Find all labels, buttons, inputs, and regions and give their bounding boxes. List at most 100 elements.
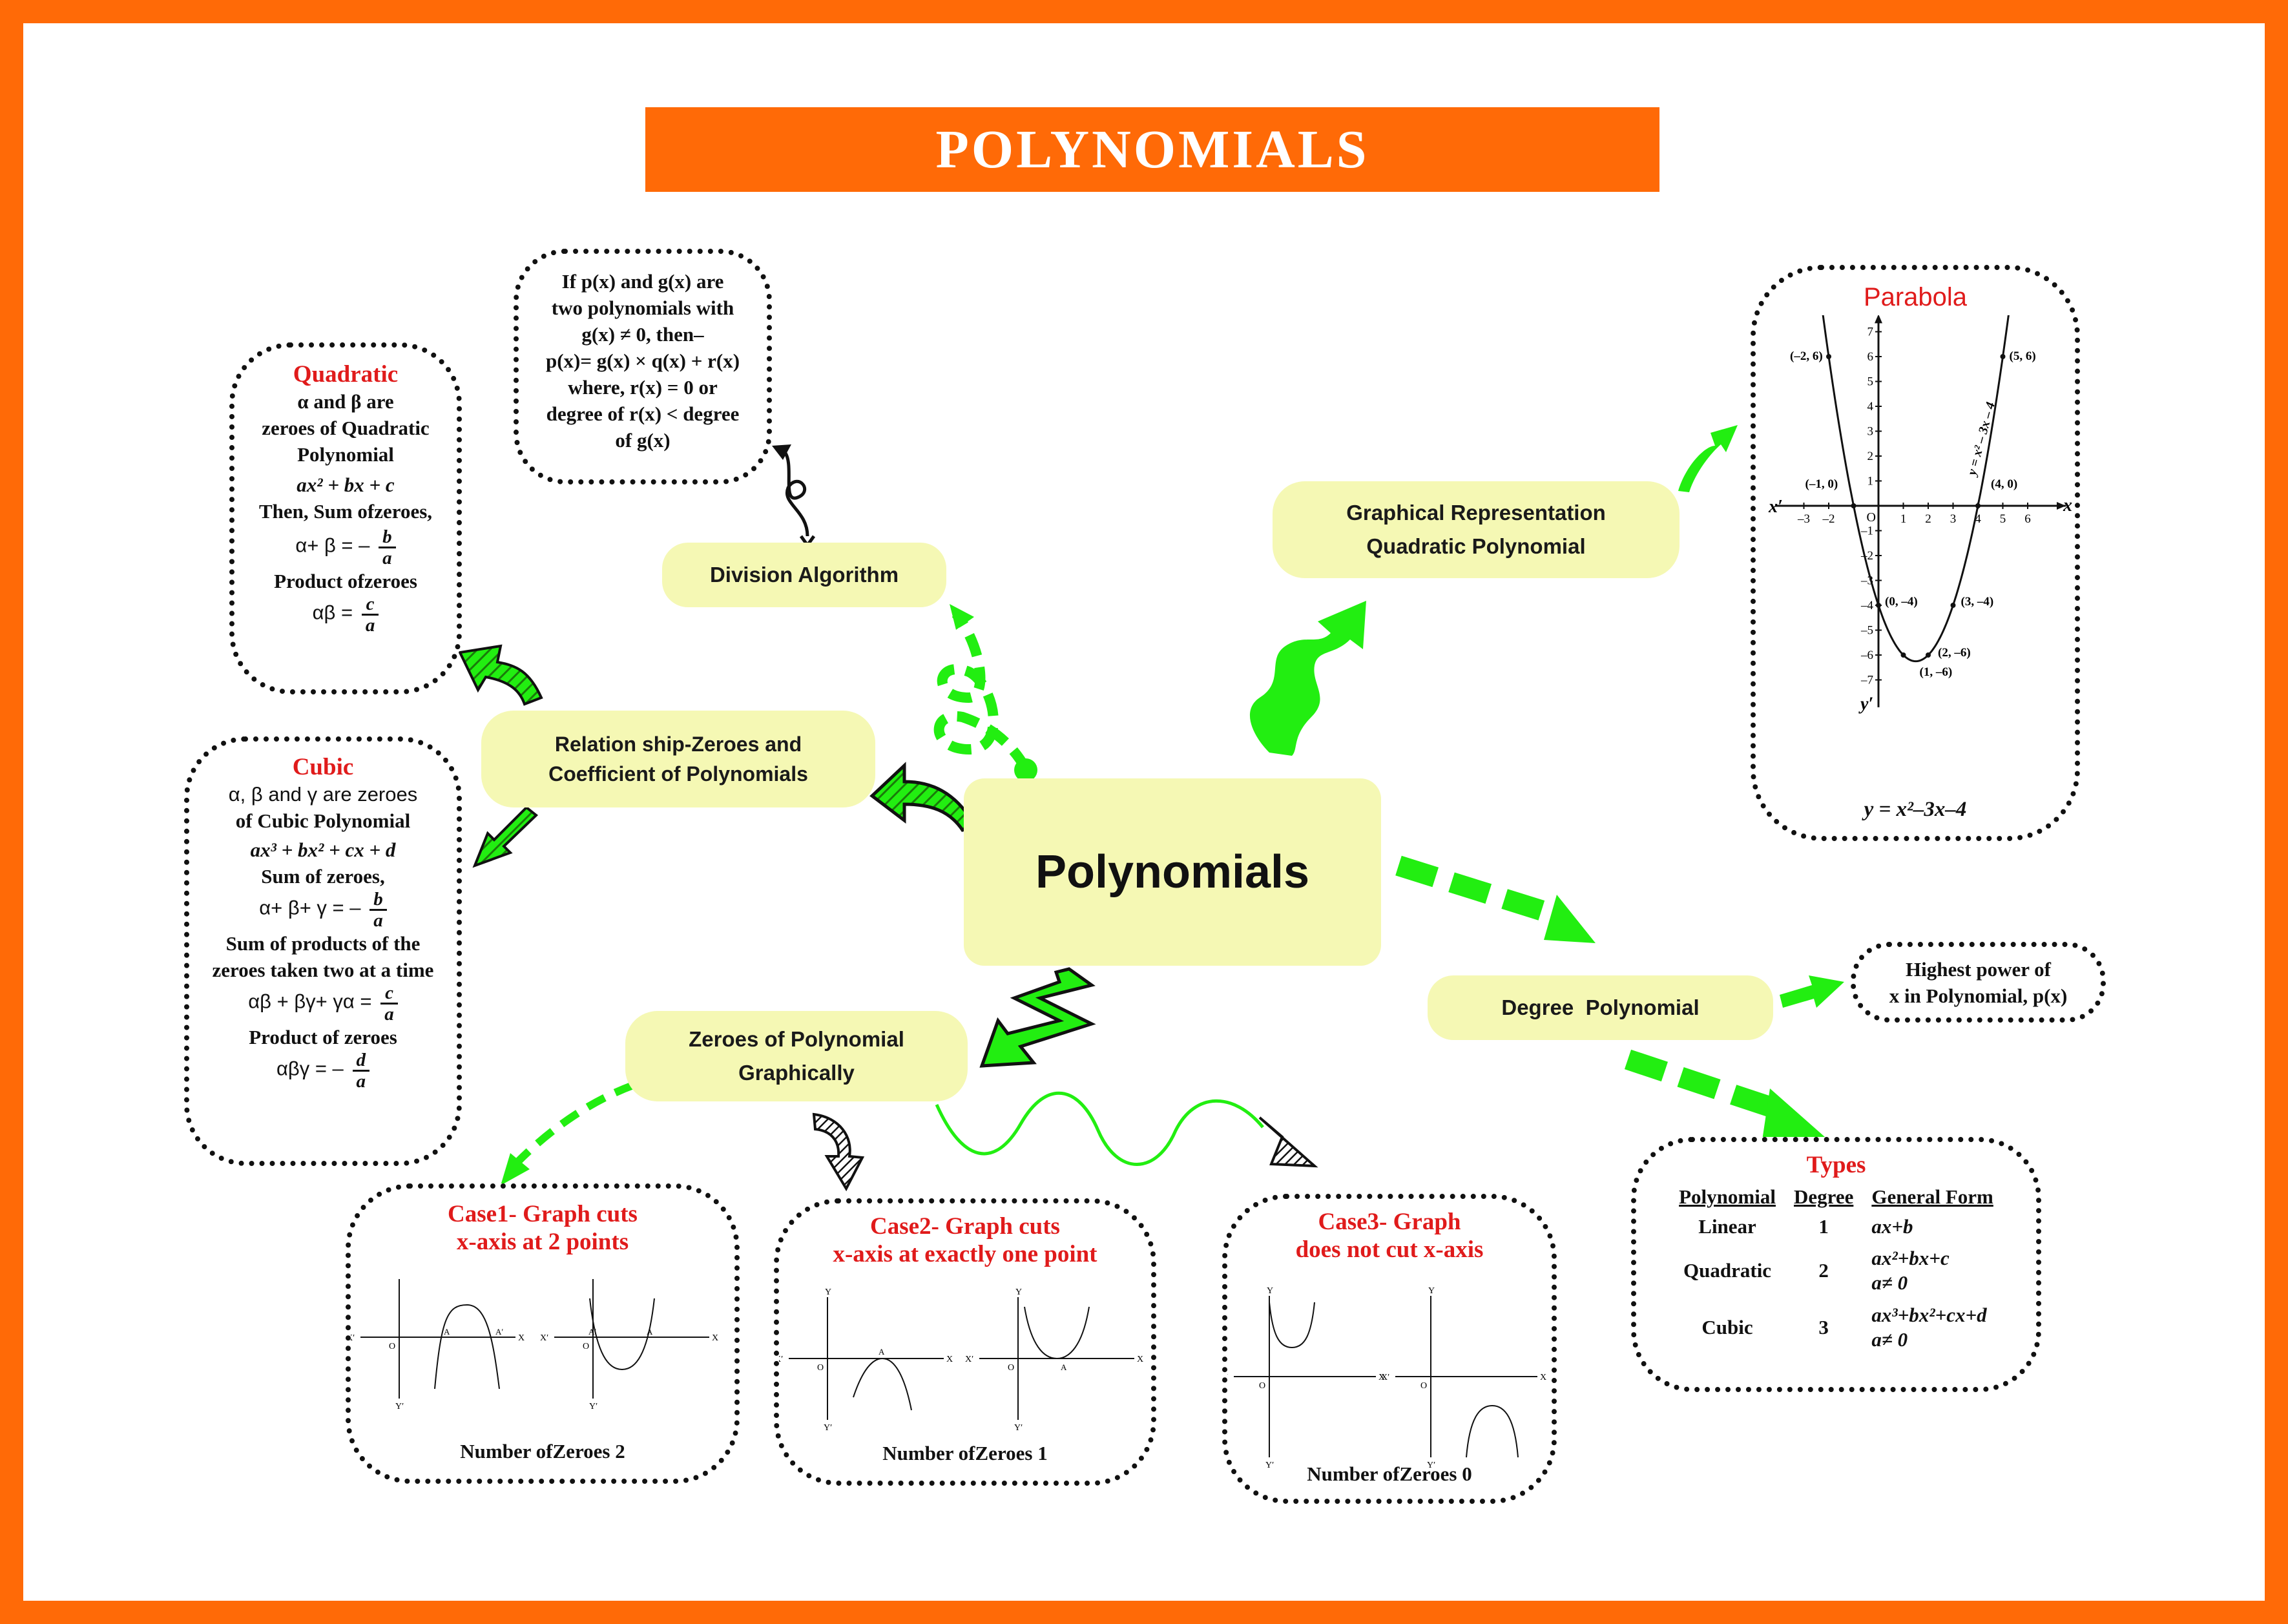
cubic-product-text: αβγ = – bbox=[276, 1057, 344, 1080]
quadratic-line-5: Then, Sum ofzeroes, bbox=[258, 500, 433, 523]
y-tick-label: 4 bbox=[1867, 400, 1874, 413]
case3a-curve bbox=[1269, 1302, 1315, 1349]
parabola-point-label: (3, –4) bbox=[1961, 595, 1994, 609]
case1b-curve bbox=[589, 1298, 655, 1371]
y-tick-label: –4 bbox=[1860, 599, 1874, 612]
types-degree: 1 bbox=[1818, 1215, 1829, 1238]
case3b-x-neg-label: X′ bbox=[1381, 1373, 1389, 1382]
parabola-curve-label: y = x² – 3x – 4 bbox=[1964, 401, 1998, 478]
quadratic-heading: Quadratic bbox=[293, 361, 399, 388]
page-title: POLYNOMIALS bbox=[935, 120, 1369, 180]
case1-graphs: XX′YY′OAA′XX′YY′OA′A bbox=[351, 1279, 718, 1411]
highest-power-box: Highest power of x in Polynomial, p(x) bbox=[1851, 942, 2106, 1023]
case2a-y-neg-label: Y′ bbox=[824, 1423, 832, 1433]
types-name: Quadratic bbox=[1683, 1259, 1772, 1282]
case1b-point-a2: A′ bbox=[588, 1327, 596, 1337]
table-row: Linear 1 ax+b bbox=[1670, 1211, 2002, 1242]
types-header-row: Polynomial Degree General Form bbox=[1670, 1183, 2002, 1211]
case1a-x-neg-label: X′ bbox=[351, 1333, 355, 1343]
parabola-point bbox=[2000, 354, 2006, 359]
arrow-degree-to-highest bbox=[1780, 975, 1844, 1008]
case2a-y-label: Y bbox=[825, 1287, 831, 1297]
quadratic-product-num: c bbox=[361, 594, 379, 616]
types-degree: 3 bbox=[1818, 1316, 1829, 1338]
y-tick-label: –1 bbox=[1860, 525, 1873, 538]
highest-line-1: Highest power of bbox=[1905, 958, 2052, 981]
case3a-y-label: Y bbox=[1267, 1286, 1273, 1296]
arrow-center-to-graphical bbox=[1249, 601, 1366, 756]
axis-label-x: x bbox=[2063, 495, 2072, 515]
x-tick-label: 1 bbox=[1900, 512, 1907, 526]
cubic-product-num: d bbox=[352, 1050, 370, 1072]
case2a-x-label: X bbox=[946, 1355, 953, 1364]
types-name: Cubic bbox=[1701, 1316, 1753, 1338]
types-col-polynomial: Polynomial bbox=[1679, 1185, 1776, 1208]
quadratic-product-den: a bbox=[365, 615, 375, 636]
arrow-zeroes-to-case1 bbox=[501, 1081, 635, 1185]
case3b-origin-label: O bbox=[1420, 1381, 1427, 1391]
quadratic-sum-den: a bbox=[382, 548, 392, 568]
case1a-point-a2: A′ bbox=[495, 1327, 503, 1337]
division-algorithm-node[interactable]: Division Algorithm bbox=[662, 543, 946, 607]
y-tick-label: –7 bbox=[1860, 674, 1873, 687]
division-line: where, r(x) = 0 or bbox=[568, 376, 718, 399]
degree-node[interactable]: Degree Polynomial bbox=[1428, 975, 1773, 1040]
y-tick-label: 7 bbox=[1867, 326, 1874, 339]
graphical-representation-node[interactable]: Graphical Representation Quadratic Polyn… bbox=[1273, 481, 1680, 578]
quadratic-line-3: Polynomial bbox=[297, 443, 394, 466]
case1a-point-a: A bbox=[444, 1327, 450, 1337]
case3a-x-neg-label: X′ bbox=[1227, 1373, 1228, 1382]
arrow-relation-to-cubic bbox=[472, 806, 539, 868]
degree-label: Degree Polynomial bbox=[1501, 995, 1700, 1019]
types-table: Polynomial Degree General Form Linear 1 … bbox=[1670, 1183, 2002, 1356]
case2a-origin-label: O bbox=[817, 1363, 824, 1373]
parabola-point-label: (–1, 0) bbox=[1805, 477, 1838, 491]
case3-box: Case3- Graph does not cut x-axis XX′YY′O… bbox=[1222, 1194, 1557, 1504]
y-tick-label: 6 bbox=[1867, 350, 1874, 364]
origin-label: O bbox=[1867, 510, 1876, 525]
y-arrow bbox=[1875, 315, 1882, 324]
cubic-line-6: zeroes taken two at a time bbox=[212, 959, 434, 981]
x-tick-label: 3 bbox=[1950, 512, 1957, 526]
zeroes-graphically-node[interactable]: Zeroes of Polynomial Graphically bbox=[625, 1011, 968, 1101]
y-tick-label: 3 bbox=[1867, 425, 1874, 439]
case1b-x-label: X bbox=[712, 1333, 718, 1343]
types-form: ax+b bbox=[1862, 1211, 2002, 1242]
case2a-curve bbox=[853, 1357, 912, 1411]
division-line: degree of r(x) < degree bbox=[546, 402, 740, 425]
types-name: Linear bbox=[1698, 1215, 1756, 1238]
case3b-y-label: Y bbox=[1428, 1286, 1435, 1296]
parabola-point bbox=[1975, 503, 1981, 508]
case1a-curve bbox=[434, 1304, 500, 1390]
case3a-y-neg-label: Y′ bbox=[1265, 1461, 1274, 1470]
y-tick-label: 5 bbox=[1867, 375, 1874, 389]
axis-label-x-neg: x′ bbox=[1768, 497, 1783, 517]
quadratic-product-text: αβ = bbox=[312, 601, 353, 624]
center-node-label: Polynomials bbox=[1035, 846, 1310, 898]
y-tick-label: –6 bbox=[1860, 649, 1873, 662]
x-tick-label: 5 bbox=[2000, 512, 2006, 526]
case2-box: Case2- Graph cuts x-axis at exactly one … bbox=[774, 1198, 1156, 1486]
parabola-point bbox=[1900, 652, 1906, 658]
parabola-point bbox=[1851, 503, 1856, 508]
division-algorithm-label: Division Algorithm bbox=[709, 563, 899, 587]
division-line: of g(x) bbox=[615, 429, 671, 452]
case1-heading-1: Case1- Graph cuts bbox=[448, 1201, 638, 1227]
case2b-x-neg-label: X′ bbox=[965, 1355, 973, 1364]
center-node[interactable]: Polynomials bbox=[970, 785, 1375, 959]
y-tick-label: –2 bbox=[1860, 549, 1873, 563]
parabola-heading: Parabola bbox=[1863, 283, 1968, 311]
relation-node[interactable]: Relation ship-Zeroes and Coefficient of … bbox=[481, 711, 875, 807]
